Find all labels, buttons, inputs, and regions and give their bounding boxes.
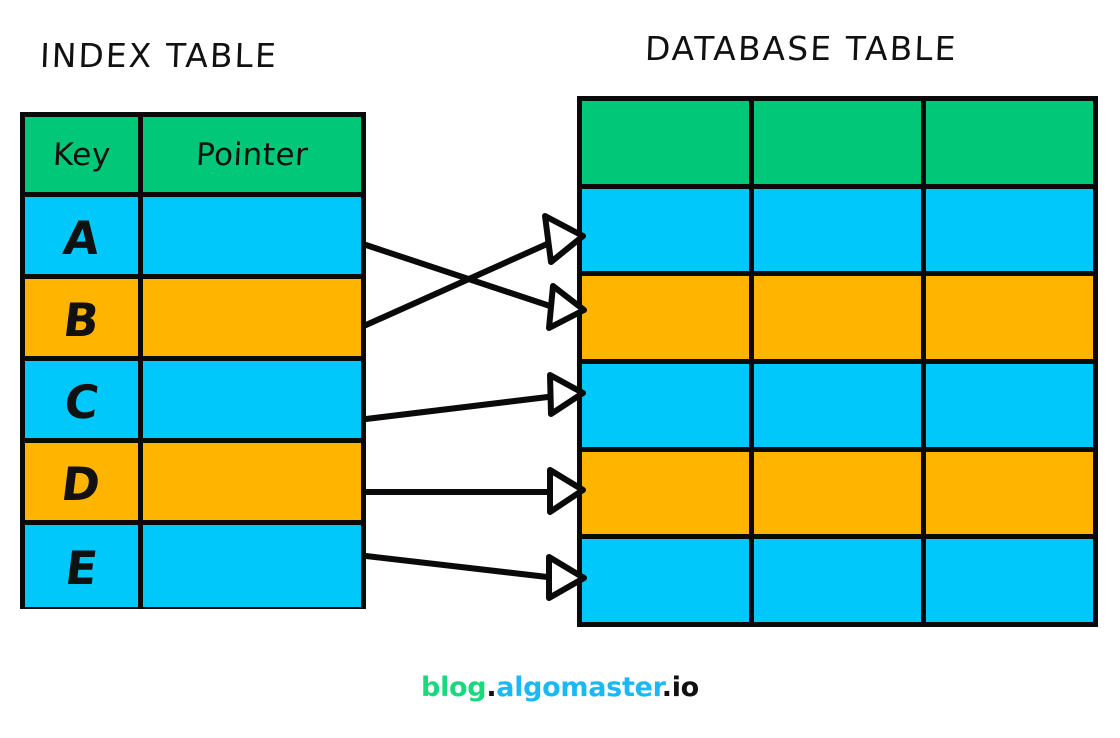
database-cell <box>582 276 754 360</box>
database-table <box>577 96 1098 627</box>
index-pointer-cell <box>143 279 361 356</box>
database-cell <box>754 451 926 535</box>
footer-branding: blog.algomaster.io <box>0 672 1120 703</box>
index-table-title: INDEX TABLE <box>39 36 279 75</box>
index-key-label: B <box>60 292 103 347</box>
database-cell <box>926 364 1093 447</box>
pointer-arrow-a <box>363 242 587 331</box>
database-cell <box>754 101 926 184</box>
pointer-arrow-b <box>363 213 586 328</box>
footer-io-text: io <box>671 672 700 703</box>
pointer-arrow-e <box>363 553 587 601</box>
database-cell <box>582 101 754 184</box>
index-table-row: D <box>25 443 361 525</box>
database-table-header-row <box>582 101 1093 189</box>
database-cell <box>582 451 754 535</box>
index-header-cell-key: Key <box>25 117 143 192</box>
pointer-arrow-c <box>363 372 586 422</box>
index-table: Key Pointer A B C <box>20 112 366 609</box>
index-header-pointer-label: Pointer <box>194 136 310 173</box>
database-cell <box>926 276 1093 359</box>
index-key-cell: B <box>25 279 143 356</box>
index-key-label: E <box>62 541 101 595</box>
database-cell <box>582 364 754 447</box>
database-cell <box>754 364 926 447</box>
index-table-row: B <box>25 279 361 361</box>
database-cell <box>926 539 1093 622</box>
database-cell <box>926 101 1093 184</box>
index-pointer-cell <box>143 197 361 274</box>
database-table-row <box>582 451 1093 540</box>
index-key-cell: C <box>25 361 143 438</box>
index-key-label: A <box>60 210 103 265</box>
database-cell <box>582 188 754 272</box>
database-table-row <box>582 276 1093 365</box>
database-cell <box>926 189 1093 272</box>
index-pointer-cell <box>143 443 361 520</box>
database-table-title: DATABASE TABLE <box>644 29 959 68</box>
database-cell <box>754 539 926 623</box>
index-pointer-cell <box>143 525 361 607</box>
index-key-cell: D <box>25 443 143 520</box>
footer-dot-1: . <box>486 672 497 703</box>
index-key-label: D <box>58 456 104 511</box>
index-pointer-cell <box>143 361 361 438</box>
index-table-row: E <box>25 525 361 607</box>
index-key-label: C <box>61 374 102 429</box>
pointer-arrow-d <box>363 467 586 515</box>
index-table-header-row: Key Pointer <box>25 117 361 197</box>
index-table-row: C <box>25 361 361 443</box>
database-table-row <box>582 539 1093 623</box>
database-cell <box>754 276 926 360</box>
database-table-row <box>582 188 1093 277</box>
database-cell <box>754 188 926 272</box>
footer-algomaster-text: algomaster <box>496 672 662 703</box>
index-key-cell: E <box>25 525 143 607</box>
footer-dot-2: . <box>661 672 672 703</box>
database-table-row <box>582 364 1093 452</box>
index-header-cell-pointer: Pointer <box>143 117 361 192</box>
database-cell <box>926 452 1093 535</box>
index-key-cell: A <box>25 197 143 274</box>
index-header-key-label: Key <box>51 136 112 173</box>
index-table-row: A <box>25 197 361 279</box>
footer-blog-text: blog <box>421 672 487 703</box>
database-cell <box>582 539 754 623</box>
